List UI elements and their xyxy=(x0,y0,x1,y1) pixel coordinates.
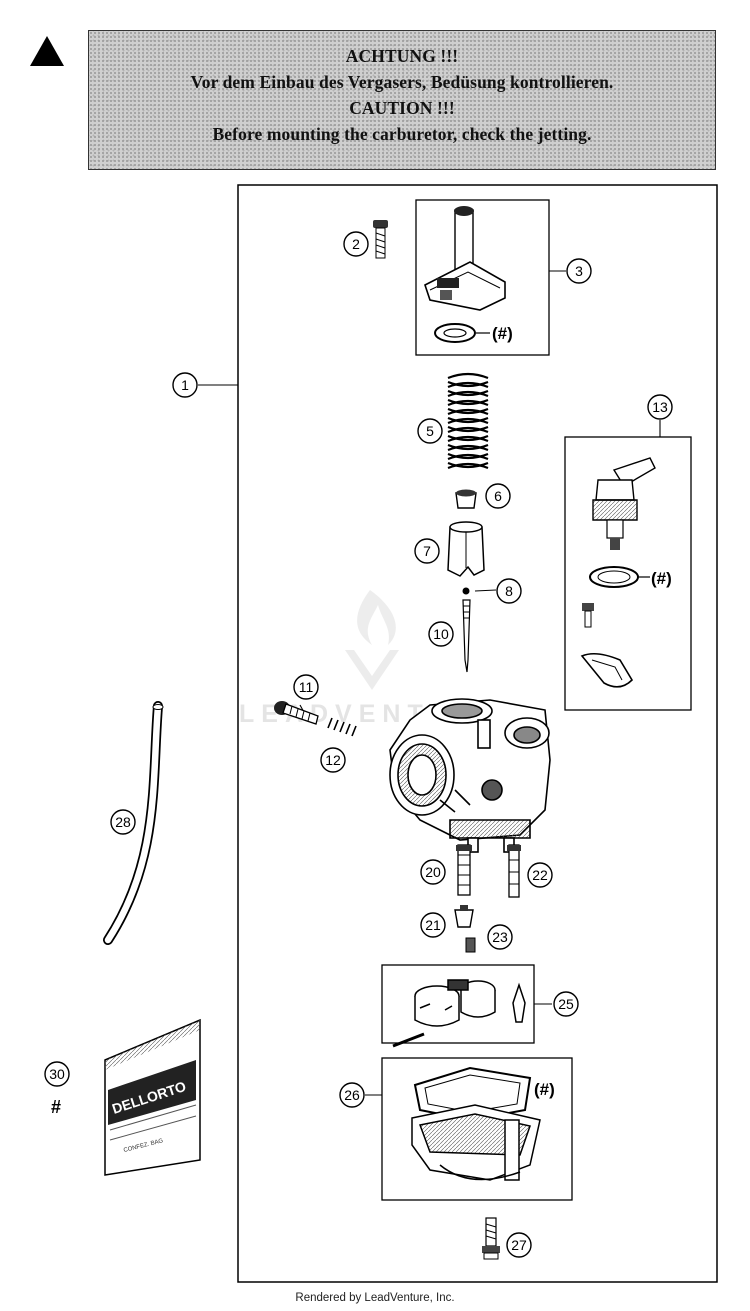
part-28-hose xyxy=(103,701,164,945)
part-5-spring xyxy=(447,372,489,470)
assembly-frame xyxy=(237,184,718,1283)
callout-13: 13 xyxy=(647,394,673,420)
svg-text:28: 28 xyxy=(115,814,131,830)
callout-28: 28 xyxy=(110,809,136,835)
svg-text:5: 5 xyxy=(426,423,434,439)
svg-text:7: 7 xyxy=(423,543,431,559)
svg-text:12: 12 xyxy=(325,752,341,768)
part-26-float-bowl xyxy=(411,1066,541,1181)
callout-20: 20 xyxy=(420,859,446,885)
warning-text-en: Before mounting the carburetor, check th… xyxy=(212,124,592,144)
callout-23: 23 xyxy=(487,924,513,950)
callout-6: 6 xyxy=(485,483,511,509)
part-30-jet-kit-bag: DELLORTO CONFEZ. BAG xyxy=(104,1018,201,1176)
callout-11: 11 xyxy=(293,674,319,700)
warning-triangle-icon xyxy=(30,36,64,66)
callout-2: 2 xyxy=(343,231,369,257)
callout-25: 25 xyxy=(553,991,579,1017)
svg-text:20: 20 xyxy=(425,864,441,880)
part-22-jet-tube xyxy=(507,844,521,898)
callout-7: 7 xyxy=(414,538,440,564)
svg-text:13: 13 xyxy=(652,399,668,415)
box-part-3 xyxy=(415,199,550,356)
warning-text-de: Vor dem Einbau des Vergasers, Bedüsung k… xyxy=(190,72,614,92)
svg-text:23: 23 xyxy=(492,929,508,945)
svg-text:3: 3 xyxy=(575,263,583,279)
part-8-clip xyxy=(462,587,470,595)
svg-text:25: 25 xyxy=(558,996,574,1012)
svg-text:26: 26 xyxy=(344,1087,360,1103)
part-13-choke xyxy=(580,457,656,688)
callout-markers: 1 2 3 5 6 7 8 10 11 12 13 20 21 22 23 25… xyxy=(44,231,673,1258)
watermark-logo-icon xyxy=(345,590,399,690)
part-10-needle xyxy=(462,599,471,673)
footer-credit: Rendered by LeadVenture, Inc. xyxy=(295,1292,455,1304)
leader-lines xyxy=(110,270,661,1096)
part-23-idle-jet xyxy=(465,937,476,953)
hash-markers: (#) (#) (#) # xyxy=(51,324,672,1117)
callout-30: 30 xyxy=(44,1061,70,1087)
svg-text:22: 22 xyxy=(532,867,548,883)
callout-10: 10 xyxy=(428,621,454,647)
svg-text:27: 27 xyxy=(511,1237,527,1253)
part-3-cover xyxy=(424,206,506,343)
warning-title-de: ACHTUNG !!! xyxy=(345,46,459,66)
part-12-spring xyxy=(327,717,357,737)
svg-text:6: 6 xyxy=(494,488,502,504)
part-6-retainer xyxy=(455,489,477,509)
callout-21: 21 xyxy=(420,912,446,938)
svg-text:11: 11 xyxy=(299,679,314,695)
svg-text:2: 2 xyxy=(352,236,360,252)
svg-text:8: 8 xyxy=(505,583,513,599)
hash-marker-part-3: (#) xyxy=(492,324,513,343)
caution-banner: ACHTUNG !!! Vor dem Einbau des Vergasers… xyxy=(88,30,716,170)
callout-3: 3 xyxy=(566,258,592,284)
part-21-main-jet xyxy=(454,905,474,928)
callout-27: 27 xyxy=(506,1232,532,1258)
part-11-idle-screw xyxy=(274,701,319,725)
part-20-emulsion-tube xyxy=(456,844,472,896)
box-part-26 xyxy=(381,1057,573,1201)
part-27-drain-screw xyxy=(482,1217,500,1260)
svg-text:21: 21 xyxy=(425,917,441,933)
part-7-slide xyxy=(447,521,485,577)
warning-title-en: CAUTION !!! xyxy=(349,98,455,118)
svg-text:1: 1 xyxy=(181,377,189,393)
svg-text:30: 30 xyxy=(49,1066,65,1082)
callout-22: 22 xyxy=(527,862,553,888)
hash-marker-part-26: (#) xyxy=(534,1080,555,1099)
svg-text:10: 10 xyxy=(433,626,449,642)
callout-26: 26 xyxy=(339,1082,365,1108)
part-25-float xyxy=(392,979,526,1048)
box-part-13 xyxy=(564,436,692,711)
callout-8: 8 xyxy=(496,578,522,604)
hash-marker-part-30: # xyxy=(51,1097,61,1117)
part-2-screw xyxy=(373,220,388,259)
callout-5: 5 xyxy=(417,418,443,444)
hash-marker-part-13: (#) xyxy=(651,569,672,588)
callout-1: 1 xyxy=(172,372,198,398)
callout-12: 12 xyxy=(320,747,346,773)
carburetor-body xyxy=(389,698,551,853)
